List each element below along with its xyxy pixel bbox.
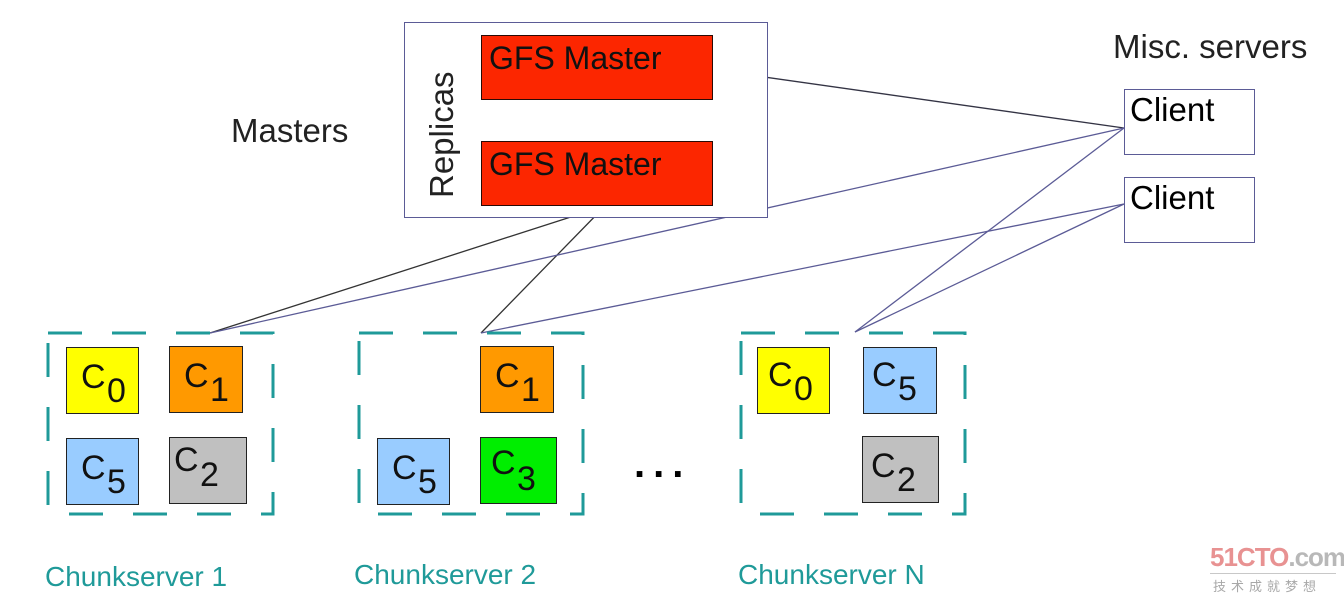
connection-master1-client1 [721, 70, 1125, 129]
chunk-index: 1 [521, 371, 540, 409]
chunk-c5: C 5 [863, 347, 937, 414]
watermark-brand: 51CTO [1210, 542, 1289, 572]
chunk-index: 5 [898, 370, 917, 408]
chunk-name: C [871, 447, 896, 485]
masters-label: Masters [231, 112, 349, 149]
chunk-c1: C 1 [480, 346, 554, 413]
watermark-divider [1210, 573, 1336, 574]
client-label: Client [1130, 179, 1215, 216]
connection-client1-chunkservern [854, 127, 1125, 333]
chunkserver-2-border [357, 331, 585, 516]
chunk-index: 3 [517, 460, 536, 498]
chunk-index: 0 [794, 370, 813, 408]
chunk-c2: C 2 [169, 437, 247, 504]
watermark-tagline: 技术成就梦想 [1213, 579, 1322, 594]
chunk-name: C [392, 449, 417, 487]
chunk-c1: C 1 [169, 346, 243, 413]
watermark-domain: .com [1288, 542, 1344, 572]
chunk-name: C [872, 356, 897, 394]
connection-master2-chunkserver2 [480, 205, 606, 334]
chunk-name: C [81, 449, 106, 487]
chunk-name: C [491, 444, 516, 482]
chunkserver-2-label: Chunkserver 2 [354, 559, 537, 590]
gfs-master-replica[interactable]: GFS Master [481, 141, 713, 206]
gfs-master-primary[interactable]: GFS Master [481, 35, 713, 100]
chunk-name: C [495, 357, 520, 395]
chunk-c2: C 2 [862, 436, 939, 503]
chunkserver-1-border [46, 331, 275, 516]
chunk-index: 0 [107, 372, 126, 410]
chunk-name: C [174, 441, 199, 479]
chunk-index: 5 [107, 463, 126, 501]
client-box-1[interactable]: Client [1124, 89, 1255, 155]
chunkserver-n-border [739, 331, 967, 516]
connection-master2-chunkserver1 [209, 205, 606, 334]
client-box-2[interactable]: Client [1124, 177, 1255, 243]
chunk-c5: C 5 [377, 438, 450, 505]
chunkserver-n-label: Chunkserver N [738, 559, 925, 590]
ellipsis: ... [634, 442, 692, 486]
chunk-name: C [81, 358, 106, 396]
client-label: Client [1130, 91, 1215, 128]
chunk-c0: C 0 [66, 347, 139, 414]
chunk-index: 2 [200, 456, 219, 494]
chunk-name: C [768, 356, 793, 394]
misc-servers-label: Misc. servers [1113, 28, 1308, 65]
chunk-index: 1 [210, 371, 229, 409]
gfs-master-label: GFS Master [489, 146, 662, 182]
chunk-name: C [184, 357, 209, 395]
connection-client2-chunkserver2 [480, 203, 1125, 334]
connection-client2-chunkservern [854, 203, 1125, 333]
chunk-c5: C 5 [66, 438, 139, 505]
chunkserver-1-label: Chunkserver 1 [45, 561, 228, 592]
chunk-index: 2 [897, 461, 916, 499]
chunk-c3: C 3 [480, 437, 557, 504]
connection-client1-chunkserver1 [209, 127, 1125, 334]
gfs-master-label: GFS Master [489, 40, 662, 76]
chunk-index: 5 [418, 463, 437, 501]
chunk-c0: C 0 [757, 347, 830, 414]
watermark-logo: 51CTO.com [1210, 544, 1344, 570]
